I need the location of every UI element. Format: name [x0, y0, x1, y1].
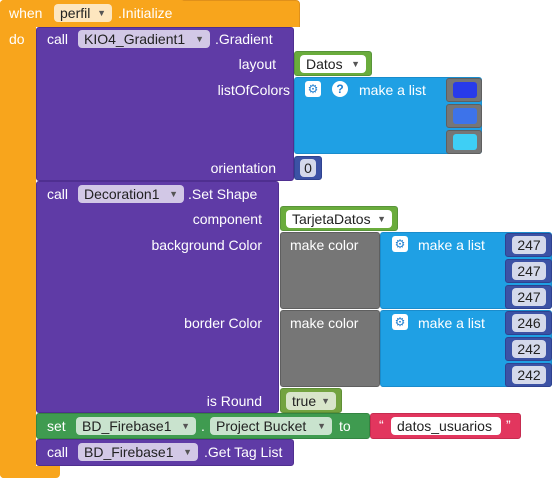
dropdown-arrow-icon: ▼: [351, 59, 360, 69]
call-label: call: [47, 31, 69, 47]
gear-icon[interactable]: ⚙: [392, 236, 408, 252]
decoration-method: .Set Shape: [188, 186, 258, 202]
background-color-label: background Color: [151, 237, 262, 253]
set-label: set: [47, 418, 66, 434]
decoration-call-block[interactable]: [36, 181, 279, 413]
layout-dropdown[interactable]: Datos▼: [300, 55, 366, 73]
gear-icon[interactable]: ⚙: [305, 81, 321, 97]
dot-label: .: [201, 418, 205, 434]
make-color-label: make color: [290, 315, 359, 331]
decoration-component-dropdown[interactable]: Decoration1▼: [78, 185, 184, 203]
gradient-call-block[interactable]: [36, 27, 294, 181]
layout-label: layout: [238, 56, 276, 72]
dropdown-arrow-icon: ▼: [97, 8, 106, 18]
to-label: to: [339, 418, 351, 434]
quote-open-icon: “: [379, 417, 384, 433]
call-label: call: [47, 444, 69, 460]
gradient-method: .Gradient: [215, 31, 273, 47]
tag-component-dropdown[interactable]: BD_Firebase1▼: [78, 443, 198, 461]
color-swatch-1[interactable]: [453, 82, 477, 98]
component-dropdown[interactable]: TarjetaDatos▼: [286, 210, 392, 228]
is-round-dropdown[interactable]: true▼: [286, 392, 336, 410]
when-label: when: [9, 5, 43, 21]
tag-method: .Get Tag List: [204, 444, 283, 460]
dropdown-arrow-icon: ▼: [183, 447, 192, 457]
dropdown-arrow-icon: ▼: [169, 189, 178, 199]
orientation-label: orientation: [210, 160, 276, 176]
border-value-3[interactable]: 242: [512, 366, 546, 384]
event-name: .Initialize: [118, 5, 173, 21]
orientation-value[interactable]: 0: [300, 159, 316, 177]
string-value[interactable]: datos_usuarios: [391, 417, 501, 435]
help-icon[interactable]: ?: [332, 81, 348, 97]
bg-value-3[interactable]: 247: [512, 288, 546, 306]
border-color-label: border Color: [184, 315, 262, 331]
dropdown-arrow-icon: ▼: [195, 34, 204, 44]
make-list-label: make a list: [359, 82, 426, 98]
do-label: do: [9, 31, 25, 47]
bg-value-1[interactable]: 247: [512, 236, 546, 254]
make-list-label: make a list: [418, 315, 485, 331]
dropdown-arrow-icon: ▼: [377, 214, 386, 224]
border-value-2[interactable]: 242: [512, 340, 546, 358]
border-value-1[interactable]: 246: [512, 314, 546, 332]
color-swatch-2[interactable]: [453, 108, 477, 124]
gradient-component-dropdown[interactable]: KIO4_Gradient1▼: [78, 30, 210, 48]
bg-value-2[interactable]: 247: [512, 262, 546, 280]
is-round-label: is Round: [206, 393, 262, 409]
color-swatch-3[interactable]: [453, 134, 477, 150]
dropdown-arrow-icon: ▼: [317, 421, 326, 431]
dropdown-arrow-icon: ▼: [321, 396, 330, 406]
event-bottom-bar: [0, 466, 60, 478]
perfil-dropdown[interactable]: perfil▼: [54, 4, 112, 22]
make-color-label: make color: [290, 237, 359, 253]
border-make-color-block[interactable]: [280, 310, 380, 387]
bg-make-color-block[interactable]: [280, 232, 380, 309]
make-list-label: make a list: [418, 237, 485, 253]
property-dropdown[interactable]: Project Bucket▼: [210, 417, 332, 435]
event-body-spine: [0, 0, 36, 478]
set-component-dropdown[interactable]: BD_Firebase1▼: [76, 417, 196, 435]
gear-icon[interactable]: ⚙: [392, 314, 408, 330]
colors-label: listOfColors: [217, 82, 290, 98]
component-label: component: [192, 211, 262, 227]
dropdown-arrow-icon: ▼: [181, 421, 190, 431]
call-label: call: [47, 186, 69, 202]
quote-close-icon: ”: [506, 417, 511, 433]
